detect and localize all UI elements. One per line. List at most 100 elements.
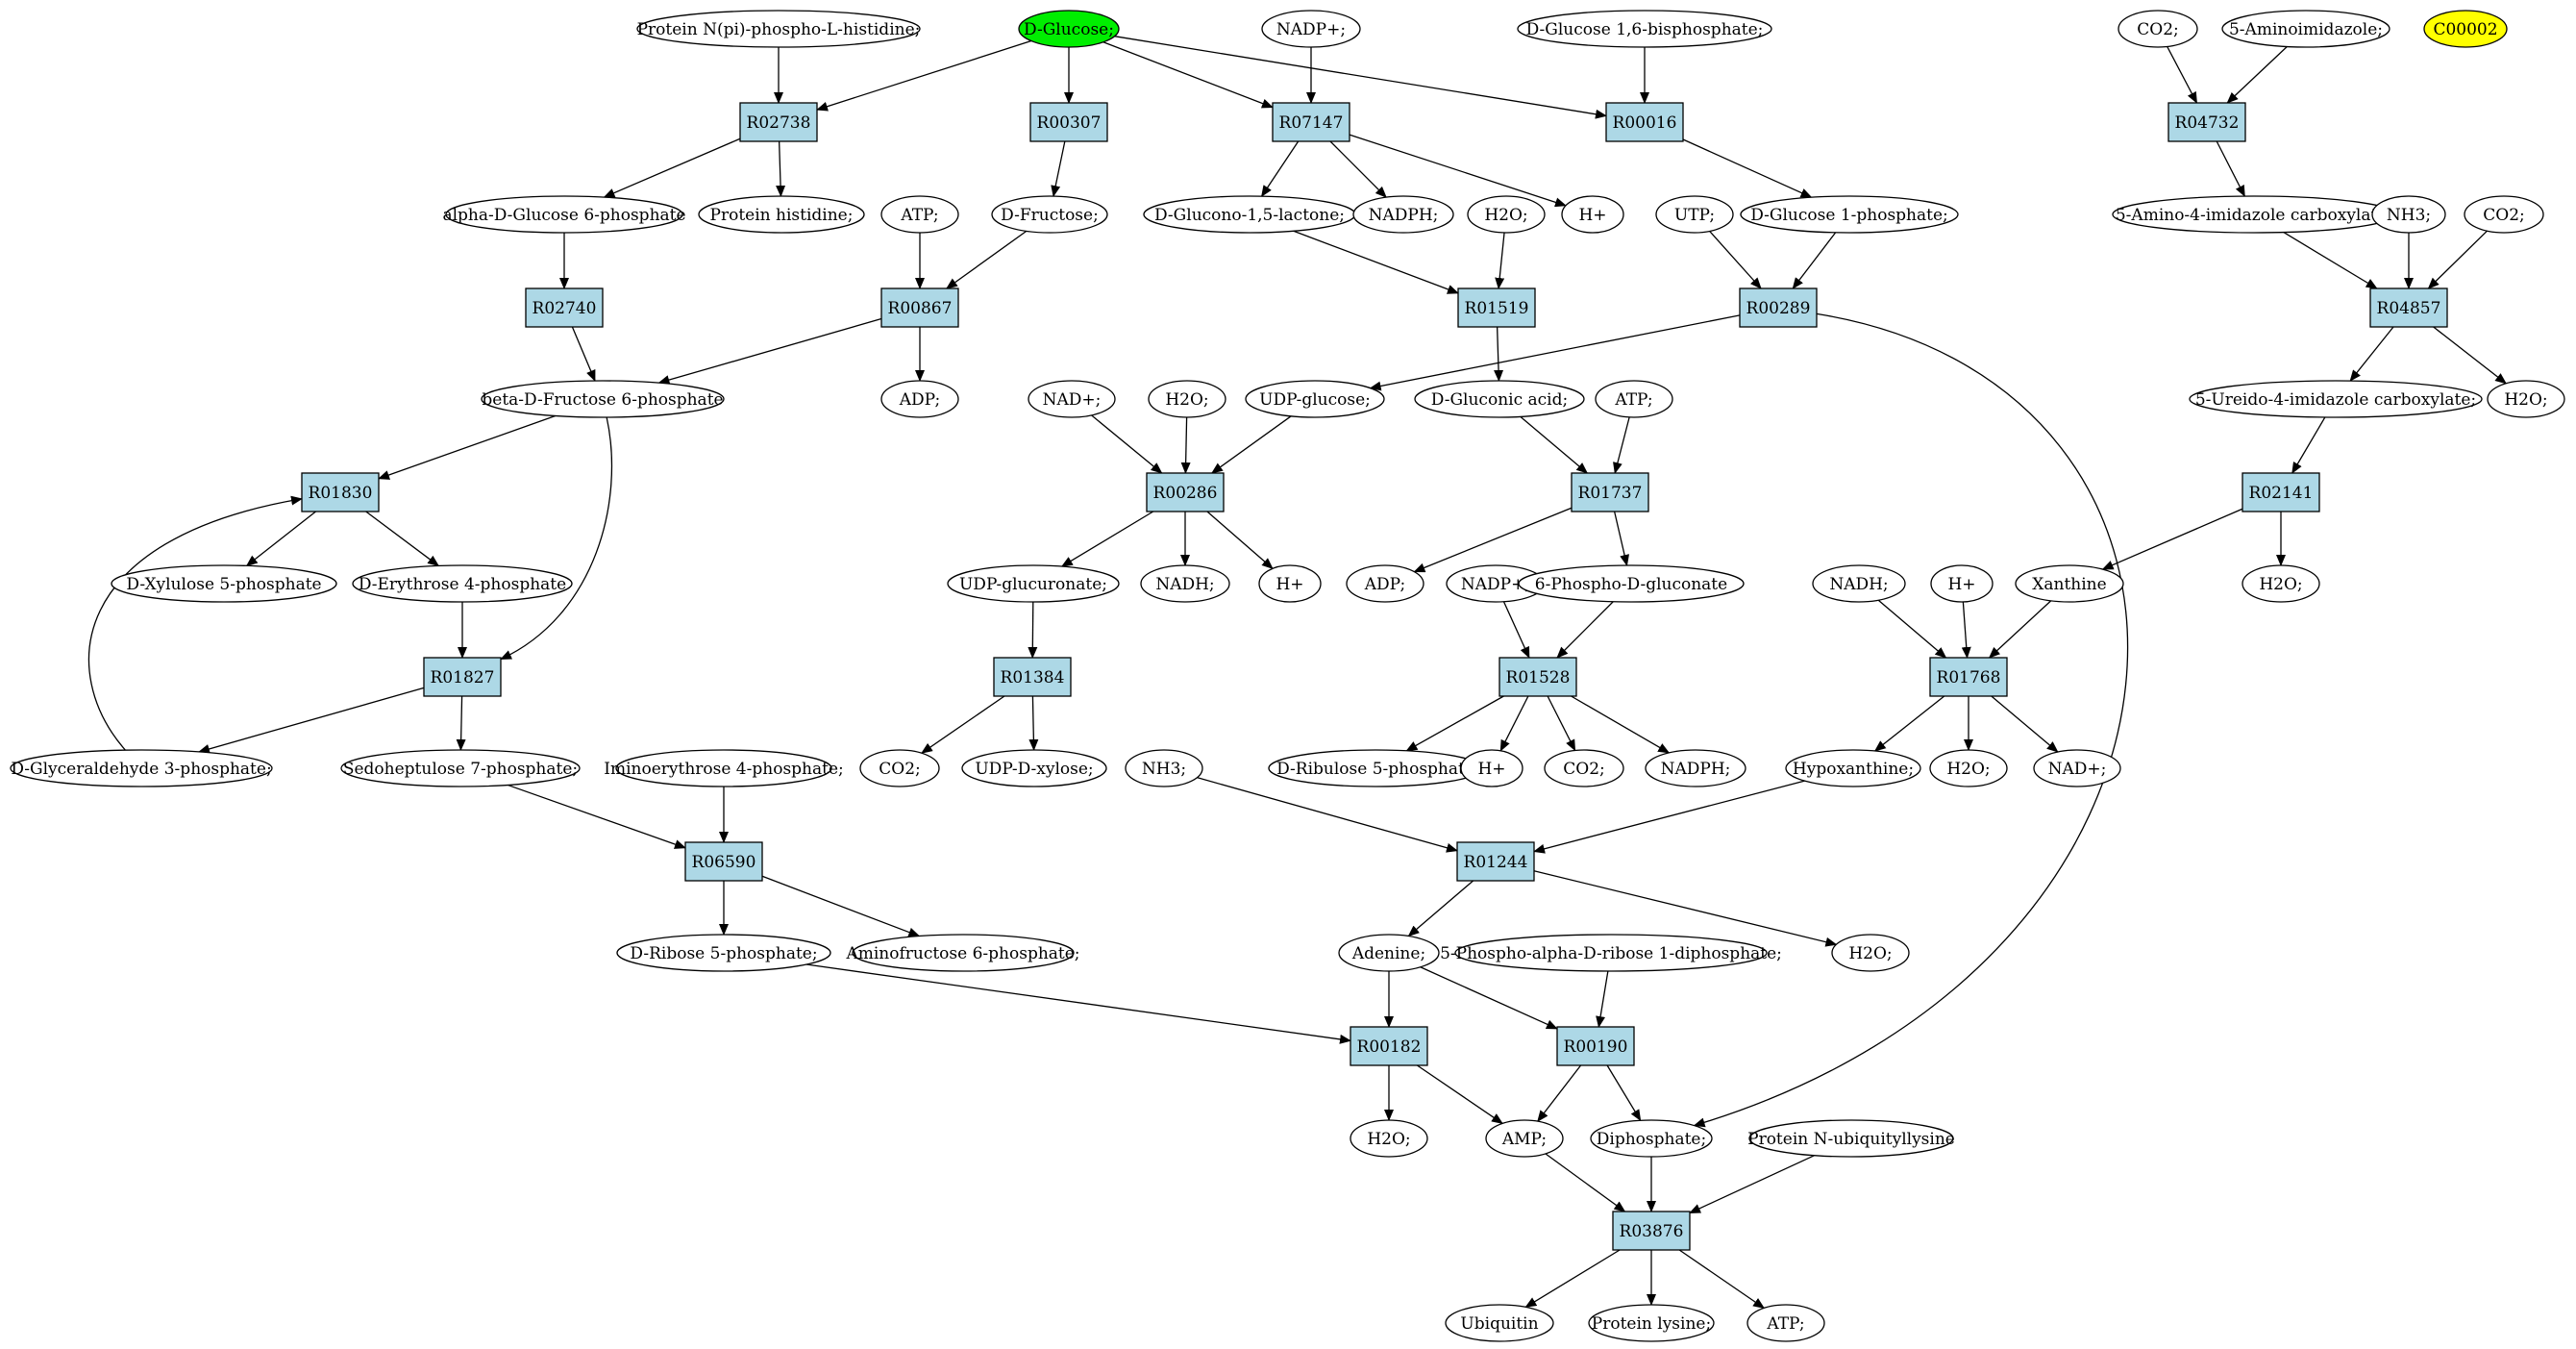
metabolite-node-d-fructose[interactable]: D-Fructose;: [991, 195, 1108, 234]
metabolite-node-ubiquitin[interactable]: Ubiquitin: [1445, 1304, 1554, 1342]
reaction-node-r02141[interactable]: R02141: [2242, 472, 2320, 512]
metabolite-label: beta-D-Fructose 6-phosphate: [482, 390, 723, 410]
metabolite-node-atp-3[interactable]: ATP;: [1746, 1304, 1825, 1342]
reaction-node-r03876[interactable]: R03876: [1612, 1211, 1691, 1251]
metabolite-node-amp[interactable]: AMP;: [1485, 1119, 1564, 1158]
metabolite-node-erythrose-4p[interactable]: D-Erythrose 4-phosphate: [352, 564, 573, 603]
metabolite-node-xanthine[interactable]: Xanthine: [2015, 564, 2124, 603]
metabolite-node-protein-npi-phospho-his[interactable]: Protein N(pi)-phospho-L-histidine;: [636, 10, 921, 48]
metabolite-node-h2o-2[interactable]: H2O;: [1148, 380, 1226, 418]
metabolite-node-nadph-2[interactable]: NADPH;: [1645, 749, 1746, 787]
metabolite-node-co2-2[interactable]: CO2;: [2464, 195, 2544, 234]
metabolite-node-nh3-2[interactable]: NH3;: [1125, 749, 1203, 787]
reaction-node-r01768[interactable]: R01768: [1929, 657, 2008, 697]
metabolite-node-h2o-3[interactable]: H2O;: [2487, 380, 2565, 418]
edge-layer: [87, 36, 2507, 1309]
metabolite-node-protein-n-ubiq-lys[interactable]: Protein N-ubiquityllysine: [1747, 1119, 1955, 1158]
reaction-node-r04857[interactable]: R04857: [2369, 287, 2448, 328]
metabolite-node-h-1[interactable]: H+: [1561, 195, 1624, 234]
metabolite-node-d-glucose-1p[interactable]: D-Glucose 1-phosphate;: [1740, 195, 1959, 234]
metabolite-node-adp-1[interactable]: ADP;: [880, 380, 959, 418]
metabolite-node-h-3[interactable]: H+: [1930, 564, 1994, 603]
metabolite-node-aminoimidazole[interactable]: 5-Aminoimidazole;: [2221, 10, 2390, 48]
metabolite-node-protein-his[interactable]: Protein histidine;: [698, 195, 865, 234]
metabolite-node-co2-1[interactable]: CO2;: [2118, 10, 2198, 48]
metabolite-node-ribulose-5p[interactable]: D-Ribulose 5-phosphate: [1268, 749, 1483, 787]
reaction-node-r01827[interactable]: R01827: [423, 657, 502, 697]
reaction-box: [1146, 472, 1225, 512]
metabolite-node-diphosphate[interactable]: Diphosphate;: [1590, 1119, 1713, 1158]
reaction-node-r04732[interactable]: R04732: [2167, 102, 2246, 142]
reaction-node-r01830[interactable]: R01830: [301, 472, 380, 512]
metabolite-node-sedoheptulose-7p[interactable]: Sedoheptulose 7-phosphate;: [340, 749, 581, 787]
metabolite-node-adp-2[interactable]: ADP;: [1346, 564, 1424, 603]
reaction-node-r01244[interactable]: R01244: [1456, 841, 1535, 882]
reaction-label: R01519: [1465, 299, 1529, 318]
edge-R03876-to-ubiquitin: [1524, 1249, 1621, 1308]
reaction-node-r06590[interactable]: R06590: [684, 841, 763, 882]
reaction-node-r00286[interactable]: R00286: [1146, 472, 1225, 512]
metabolite-node-ribose-5p[interactable]: D-Ribose 5-phosphate;: [616, 934, 831, 972]
metabolite-node-nadh-2[interactable]: NADH;: [1812, 564, 1906, 603]
reaction-box: [2369, 287, 2448, 328]
edge-R02738-to-alpha_g6p: [603, 137, 741, 198]
metabolite-node-prpp[interactable]: 5-Phospho-alpha-D-ribose 1-diphosphate;: [1440, 934, 1782, 972]
metabolite-node-aminofructose-6p[interactable]: Aminofructose 6-phosphate;: [845, 934, 1080, 972]
metabolite-node-utp[interactable]: UTP;: [1655, 195, 1734, 234]
metabolite-label: H+: [1947, 575, 1975, 594]
metabolite-node-nad-2[interactable]: NAD+;: [2033, 749, 2121, 787]
metabolite-node-xylulose-5p[interactable]: D-Xylulose 5-phosphate: [111, 564, 337, 603]
metabolite-node-nh3-1[interactable]: NH3;: [2371, 195, 2446, 234]
metabolite-node-phosphogluconate[interactable]: 6-Phospho-D-gluconate: [1518, 564, 1745, 603]
metabolite-node-hypoxanthine[interactable]: Hypoxanthine;: [1785, 749, 1921, 787]
metabolite-node-glucono-lactone[interactable]: D-Glucono-1,5-lactone;: [1143, 195, 1356, 234]
metabolite-node-nadph-1[interactable]: NADPH;: [1352, 195, 1454, 234]
metabolite-node-h-2[interactable]: H+: [1258, 564, 1322, 603]
metabolite-node-atp-1[interactable]: ATP;: [880, 195, 959, 234]
edge-R07147-to-h_1: [1349, 134, 1567, 208]
metabolite-node-udp-xylose[interactable]: UDP-D-xylose;: [961, 749, 1107, 787]
metabolite-node-gluconic-acid[interactable]: D-Gluconic acid;: [1414, 380, 1585, 418]
reaction-node-r02740[interactable]: R02740: [525, 287, 604, 328]
metabolite-node-g3p[interactable]: D-Glyceraldehyde 3-phosphate;: [10, 749, 273, 787]
reaction-node-r00182[interactable]: R00182: [1350, 1026, 1428, 1066]
metabolite-node-iminoerythrose-4p[interactable]: Iminoerythrose 4-phosphate;: [604, 749, 844, 787]
reaction-node-r00307[interactable]: R00307: [1029, 102, 1108, 142]
metabolite-node-nadp-2[interactable]: NADP+;: [1446, 564, 1546, 603]
metabolite-node-d-glucose[interactable]: D-Glucose;: [1018, 10, 1120, 48]
metabolite-node-h2o-1[interactable]: H2O;: [1467, 195, 1546, 234]
metabolite-node-co2-4[interactable]: CO2;: [1544, 749, 1624, 787]
metabolite-node-protein-lysine[interactable]: Protein lysine;: [1588, 1304, 1715, 1342]
reaction-node-r00867[interactable]: R00867: [880, 287, 959, 328]
metabolite-node-h-4[interactable]: H+: [1460, 749, 1523, 787]
metabolite-node-h2o-6[interactable]: H2O;: [1831, 934, 1910, 972]
edge-R00286-to-udp_glucuronate: [1060, 511, 1154, 567]
metabolite-node-udp-glucuronate[interactable]: UDP-glucuronate;: [947, 564, 1120, 603]
metabolite-node-d-glucose-16-bp[interactable]: D-Glucose 1,6-bisphosphate;: [1517, 10, 1772, 48]
metabolite-node-ureido-ica[interactable]: 5-Ureido-4-imidazole carboxylate;: [2189, 380, 2483, 418]
reaction-node-r00190[interactable]: R00190: [1556, 1026, 1635, 1066]
reaction-node-r07147[interactable]: R07147: [1272, 102, 1350, 142]
metabolite-node-aica[interactable]: 5-Amino-4-imidazole carboxylate;: [2112, 195, 2396, 234]
metabolite-node-nadp-1[interactable]: NADP+;: [1261, 10, 1361, 48]
metabolite-node-beta-f6p[interactable]: beta-D-Fructose 6-phosphate: [481, 380, 725, 418]
reaction-node-r01384[interactable]: R01384: [993, 657, 1072, 697]
reaction-node-r01519[interactable]: R01519: [1457, 287, 1536, 328]
metabolite-node-h2o-5[interactable]: H2O;: [1929, 749, 2008, 787]
metabolite-node-adenine[interactable]: Adenine;: [1338, 934, 1440, 972]
reaction-node-r01737[interactable]: R01737: [1571, 472, 1649, 512]
reaction-node-r01528[interactable]: R01528: [1499, 657, 1577, 697]
metabolite-node-co2-3[interactable]: CO2;: [859, 749, 940, 787]
metabolite-node-nad-1[interactable]: NAD+;: [1028, 380, 1116, 418]
reaction-node-r02738[interactable]: R02738: [739, 102, 818, 142]
metabolite-node-c00002[interactable]: C00002: [2423, 10, 2508, 48]
metabolite-node-nadh-1[interactable]: NADH;: [1140, 564, 1230, 603]
metabolite-node-alpha-g6p[interactable]: alpha-D-Glucose 6-phosphate: [442, 195, 686, 234]
metabolite-node-h2o-7[interactable]: H2O;: [1350, 1119, 1428, 1158]
reaction-node-r00289[interactable]: R00289: [1739, 287, 1818, 328]
metabolite-node-udp-glucose[interactable]: UDP-glucose;: [1245, 380, 1385, 418]
reaction-node-r00016[interactable]: R00016: [1605, 102, 1684, 142]
metabolite-ellipse: [1655, 195, 1734, 234]
metabolite-node-h2o-4[interactable]: H2O;: [2242, 564, 2320, 603]
metabolite-node-atp-2[interactable]: ATP;: [1595, 380, 1673, 418]
